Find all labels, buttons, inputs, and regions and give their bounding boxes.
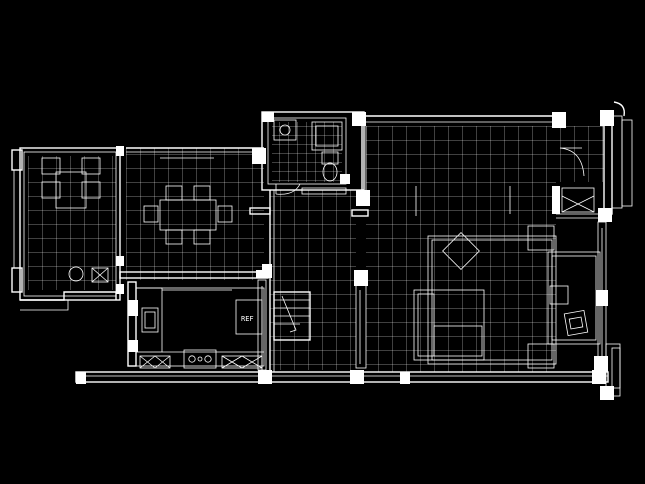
- toilet-icon: [321, 151, 339, 165]
- sink-icon: [141, 307, 159, 333]
- stove-icon: [183, 349, 217, 369]
- kitchen: REF: [127, 281, 265, 369]
- entrance-door[interactable]: [559, 147, 585, 177]
- sofa: [413, 289, 485, 361]
- bathroom: [261, 111, 366, 195]
- coffee-table: [442, 232, 480, 270]
- dining-room: [119, 147, 272, 280]
- entrance: [552, 101, 633, 400]
- left-room: [11, 146, 124, 311]
- south-wall: [75, 370, 609, 384]
- plant-icon: [68, 266, 84, 282]
- basin-icon: [273, 119, 297, 141]
- stairs-hall: [249, 190, 356, 372]
- dining-table: [159, 199, 217, 231]
- refrigerator-label: REF: [241, 315, 254, 323]
- living-room: [351, 115, 601, 372]
